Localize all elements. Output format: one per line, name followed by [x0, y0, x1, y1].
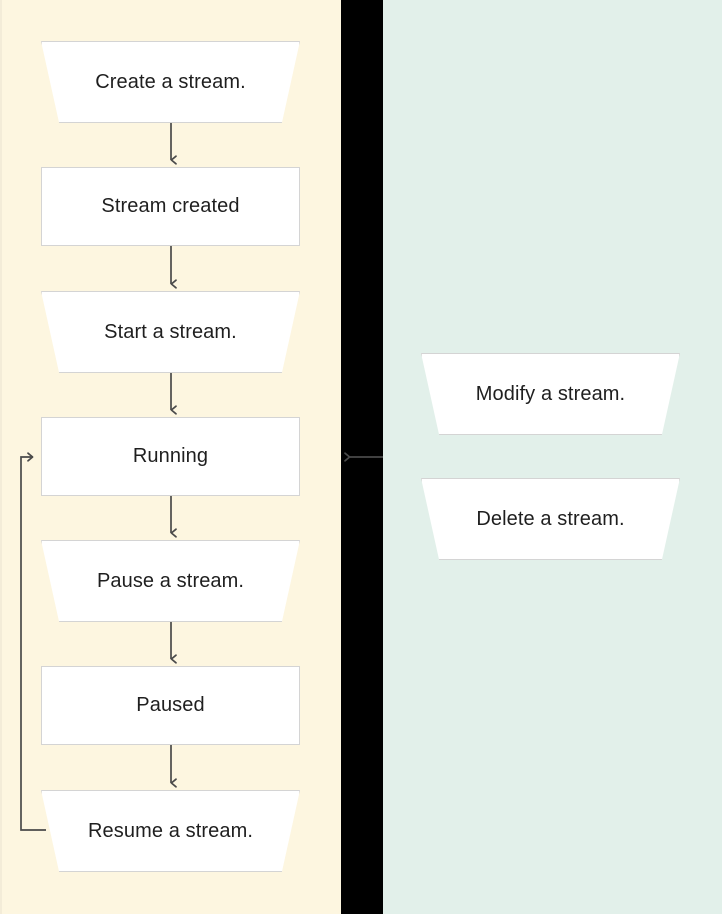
node-running[interactable]: Running: [41, 417, 300, 496]
node-pause-a-stream[interactable]: Pause a stream.: [41, 540, 300, 622]
node-paused[interactable]: Paused: [41, 666, 300, 745]
lane-right-background: [383, 0, 722, 914]
node-create-a-stream-label: Create a stream.: [95, 70, 246, 93]
node-resume-a-stream-label: Resume a stream.: [88, 819, 253, 842]
node-delete-a-stream[interactable]: Delete a stream.: [421, 478, 680, 560]
node-resume-a-stream[interactable]: Resume a stream.: [41, 790, 300, 872]
node-paused-label: Paused: [136, 694, 205, 716]
node-delete-a-stream-shape: [421, 478, 680, 560]
node-create-a-stream-shape: [41, 41, 300, 123]
node-pause-a-stream-label: Pause a stream.: [96, 569, 245, 592]
node-resume-a-stream-shape: [41, 790, 300, 872]
canvas-left-edge: [0, 0, 2, 914]
node-create-a-stream[interactable]: Create a stream.: [41, 41, 300, 123]
node-modify-a-stream[interactable]: Modify a stream.: [421, 353, 680, 435]
node-stream-created-label: Stream created: [101, 195, 240, 217]
lane-divider-background: [341, 0, 383, 914]
node-delete-a-stream-label: Delete a stream.: [476, 507, 625, 530]
node-modify-a-stream-label: Modify a stream.: [475, 382, 626, 405]
node-start-a-stream-shape: [41, 291, 300, 373]
node-start-a-stream-label: Start a stream.: [104, 320, 237, 343]
node-running-label: Running: [132, 445, 209, 467]
node-modify-a-stream-shape: [421, 353, 680, 435]
node-stream-created[interactable]: Stream created: [41, 167, 300, 246]
node-pause-a-stream-shape: [41, 540, 300, 622]
node-start-a-stream[interactable]: Start a stream.: [41, 291, 300, 373]
